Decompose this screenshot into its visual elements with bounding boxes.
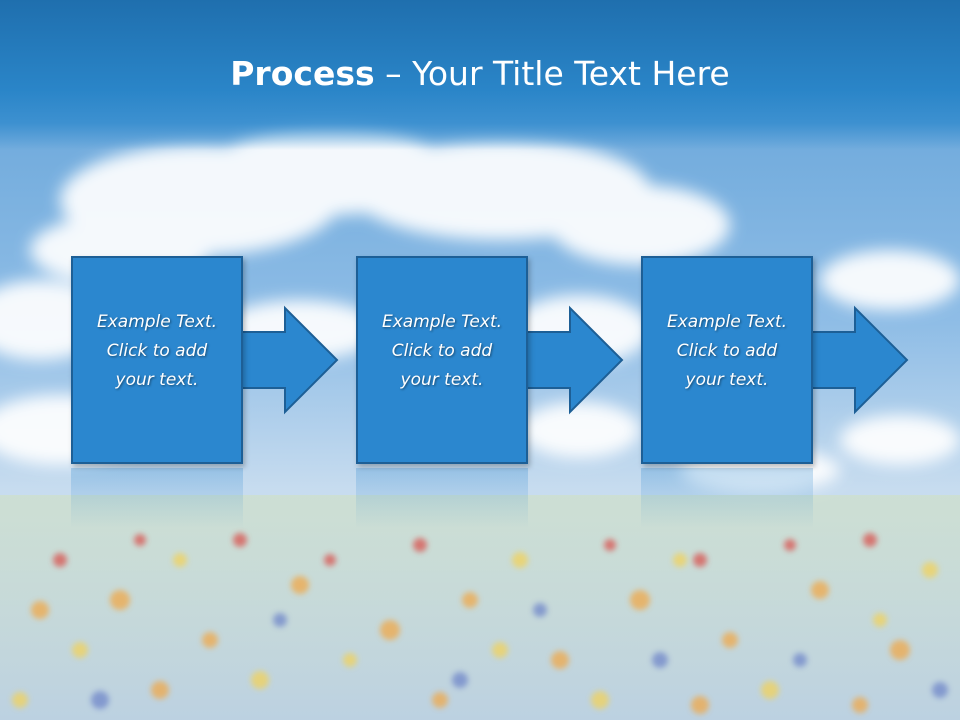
- process-step-1[interactable]: Example Text. Click to add your text.: [71, 256, 371, 536]
- right-arrow-icon: [810, 305, 909, 415]
- right-arrow-icon: [240, 305, 339, 415]
- step-text[interactable]: Example Text. Click to add your text.: [360, 308, 524, 395]
- step-text-line-3: your text.: [400, 370, 484, 390]
- slide-title[interactable]: Process – Your Title Text Here: [0, 52, 960, 96]
- process-step-3[interactable]: Example Text. Click to add your text.: [641, 256, 941, 536]
- step-box: [71, 256, 243, 464]
- right-arrow-icon: [525, 305, 624, 415]
- title-band: [0, 0, 960, 150]
- step-text-line-3: your text.: [115, 370, 199, 390]
- step-box: [641, 256, 813, 464]
- step-text-line-1: Example Text.: [96, 312, 218, 332]
- step-reflection: [71, 468, 243, 528]
- step-text-line-1: Example Text.: [666, 312, 788, 332]
- step-text-line-2: Click to add: [106, 341, 208, 361]
- step-text-line-2: Click to add: [676, 341, 778, 361]
- step-text-line-1: Example Text.: [381, 312, 503, 332]
- title-rest-part: – Your Title Text Here: [374, 54, 730, 93]
- title-bold-part: Process: [230, 54, 375, 93]
- step-box: [356, 256, 528, 464]
- step-reflection: [641, 468, 813, 528]
- step-text[interactable]: Example Text. Click to add your text.: [645, 308, 809, 395]
- process-step-2[interactable]: Example Text. Click to add your text.: [356, 256, 656, 536]
- step-text-line-2: Click to add: [391, 341, 493, 361]
- step-text-line-3: your text.: [685, 370, 769, 390]
- step-text[interactable]: Example Text. Click to add your text.: [75, 308, 239, 395]
- step-reflection: [356, 468, 528, 528]
